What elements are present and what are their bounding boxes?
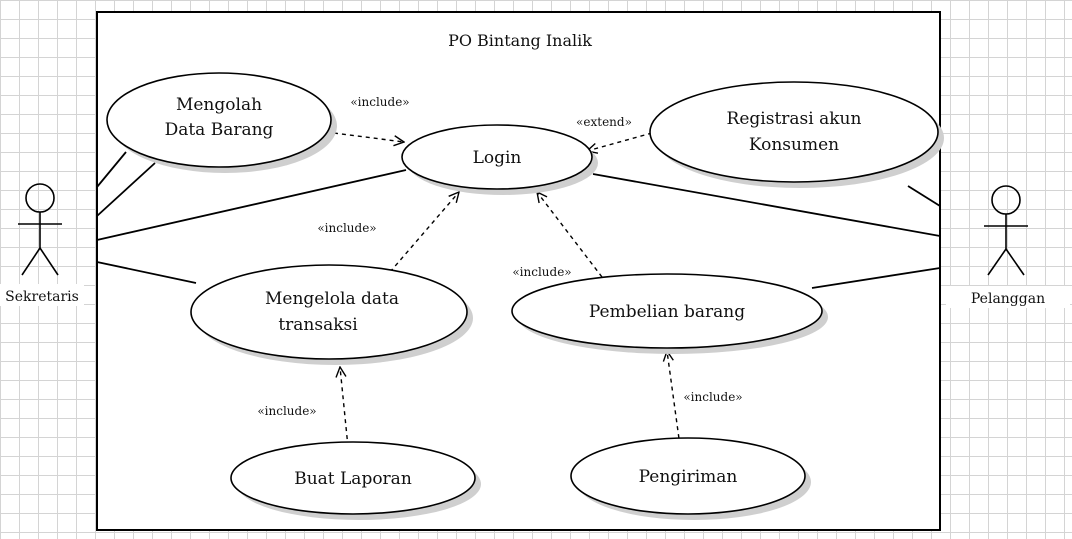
usecase-pesan-label: Pembelian barang xyxy=(589,302,745,322)
dependencies xyxy=(333,132,681,448)
label-pesan-pengiriman: «include» xyxy=(683,390,742,404)
assoc-pelanggan-login xyxy=(592,173,941,237)
usecase-pengiriman: Pengiriman xyxy=(570,437,811,520)
assoc-pelanggan-pesan xyxy=(811,267,941,289)
usecase-mengolah-line1: Mengolah xyxy=(176,95,262,115)
label-mengolah-login: «include» xyxy=(350,95,409,109)
dep-pesan-login xyxy=(537,192,603,278)
assoc-sekretaris-mengolah-2 xyxy=(96,162,156,217)
assoc-sekretaris-login xyxy=(96,169,407,241)
dep-registrasi-login xyxy=(587,132,653,151)
usecase-registrasi-line2: Konsumen xyxy=(749,135,839,155)
assoc-sekretaris-mengolah xyxy=(96,151,127,188)
assoc-pelanggan-registrasi xyxy=(907,185,941,207)
usecase-pengiriman-label: Pengiriman xyxy=(639,467,738,487)
label-pesan-login: «include» xyxy=(512,265,571,279)
actor-sekretaris-label: Sekretaris xyxy=(5,289,79,305)
usecase-laporan-label: Buat Laporan xyxy=(294,469,412,489)
actor-pelanggan-head xyxy=(991,185,1021,215)
actor-sekretaris: Sekretaris xyxy=(0,183,84,306)
associations xyxy=(96,151,941,289)
usecase-login-label: Login xyxy=(473,148,522,168)
label-transaksi-login: «include» xyxy=(317,221,376,235)
dep-transaksi-login xyxy=(389,192,459,273)
usecase-login: Login xyxy=(401,124,598,195)
usecase-transaksi-line2: transaksi xyxy=(278,315,358,335)
usecase-mengolah-data-barang: Mengolah Data Barang xyxy=(106,72,337,173)
usecase-mengolah-line2: Data Barang xyxy=(165,120,274,140)
assoc-sekretaris-transaksi xyxy=(96,261,197,284)
dep-transaksi-laporan xyxy=(340,367,349,448)
actor-sekretaris-head xyxy=(25,183,55,213)
dep-mengolah-login xyxy=(333,132,404,142)
label-transaksi-laporan: «include» xyxy=(257,404,316,418)
usecase-buat-laporan: Buat Laporan xyxy=(230,441,481,520)
usecase-transaksi-line1: Mengelola data xyxy=(265,289,399,309)
usecase-pesan-barang: Pembelian barang xyxy=(511,273,828,354)
usecase-registrasi-akun: Registrasi akun Konsumen xyxy=(649,81,944,188)
usecase-mengelola-transaksi: Mengelola data transaksi xyxy=(190,264,473,365)
actor-pelanggan: Pelanggan xyxy=(946,185,1070,308)
label-registrasi-login: «extend» xyxy=(576,115,632,129)
actor-pelanggan-label: Pelanggan xyxy=(971,291,1045,307)
usecase-registrasi-line1: Registrasi akun xyxy=(727,109,862,129)
system-title: PO Bintang Inalik xyxy=(448,31,592,50)
